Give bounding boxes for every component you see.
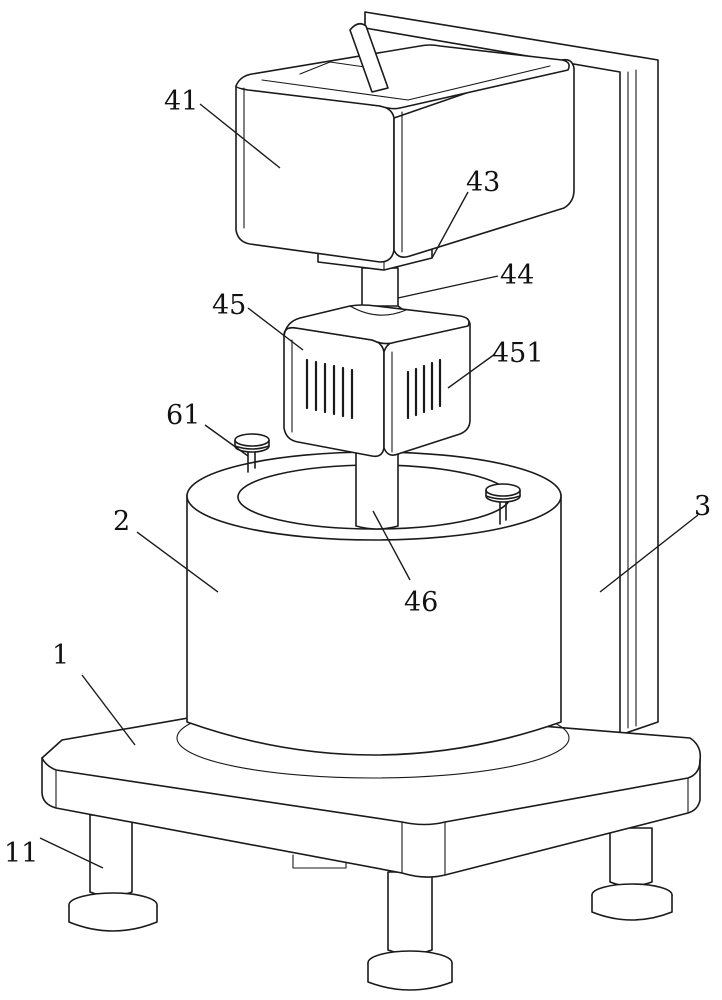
leader-44 — [397, 275, 499, 299]
label-feet: 11 — [4, 838, 38, 869]
label-upper-shaft: 44 — [500, 260, 534, 291]
leader-3 — [599, 514, 699, 593]
leader-46 — [372, 510, 411, 581]
label-barrel: 2 — [113, 506, 130, 537]
foot-back-right — [591, 827, 673, 921]
label-lower-shaft: 46 — [404, 587, 438, 618]
leader-451 — [447, 353, 496, 389]
label-base: 1 — [52, 640, 69, 671]
leader-61 — [204, 424, 249, 457]
leader-41 — [199, 103, 281, 169]
base-underside-detail — [292, 854, 347, 869]
vent-slots-right — [406, 358, 442, 420]
foot-front-center — [367, 871, 453, 991]
leader-43 — [431, 191, 469, 259]
label-motor-seat: 43 — [466, 167, 500, 198]
adjust-knob-right — [485, 483, 521, 525]
leader-1 — [81, 674, 136, 746]
foot-front-left — [68, 814, 158, 932]
leader-45 — [247, 307, 304, 351]
leader-11 — [39, 837, 104, 869]
label-hopper: 41 — [164, 86, 198, 117]
label-column: 3 — [694, 491, 711, 522]
feed-lever — [349, 22, 389, 93]
label-knob: 61 — [166, 400, 200, 431]
label-housing: 45 — [212, 290, 246, 321]
hopper — [235, 44, 575, 263]
cutter-housing — [283, 304, 471, 458]
base-plate — [41, 703, 702, 878]
vent-slots-left — [305, 358, 354, 420]
adjust-knob-left — [234, 433, 270, 473]
leader-2 — [136, 531, 219, 593]
label-vents: 451 — [492, 338, 544, 369]
lower-shaft — [355, 447, 399, 530]
